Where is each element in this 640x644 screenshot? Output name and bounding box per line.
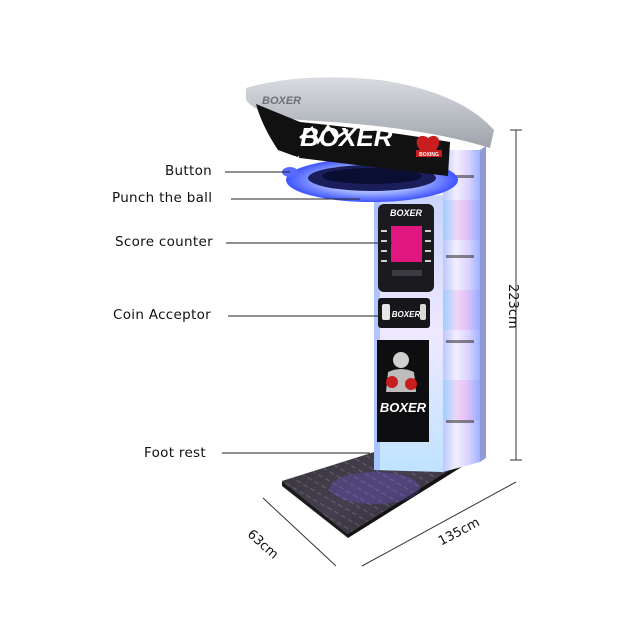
depth-dimension-line	[262, 497, 337, 567]
height-dimension-label: 223cm	[505, 284, 520, 329]
canopy-brand: BOXER	[300, 122, 393, 152]
coin-panel-brand: BOXER	[392, 310, 421, 319]
canopy-top-brand: BOXER	[262, 95, 301, 107]
logo-badge-text: BOXING	[419, 152, 439, 158]
callout-button: Button	[165, 163, 213, 179]
poster-brand: BOXER	[380, 400, 427, 415]
callout-lines	[222, 171, 392, 454]
canopy-top: BOXER TON BOXING BOXER	[246, 77, 494, 177]
score-panel-brand: BOXER	[390, 208, 423, 218]
score-counter-display: BOXER	[378, 204, 434, 292]
boxing-heart-logo: BOXING	[416, 135, 442, 158]
callout-coin-acceptor: Coin Acceptor	[113, 307, 212, 323]
callout-punch-ball: Punch the ball	[112, 190, 213, 206]
callout-score-counter: Score counter	[115, 234, 213, 250]
score-screen	[391, 226, 422, 262]
callout-foot-rest: Foot rest	[144, 445, 206, 461]
width-dimension-line	[361, 481, 517, 567]
dimension-lines	[262, 129, 522, 567]
canopy-subtext: TON	[282, 155, 299, 164]
main-pillar	[443, 146, 486, 472]
coin-acceptor-panel: BOXER	[378, 298, 430, 328]
boxer-poster: BOXER	[377, 340, 429, 442]
